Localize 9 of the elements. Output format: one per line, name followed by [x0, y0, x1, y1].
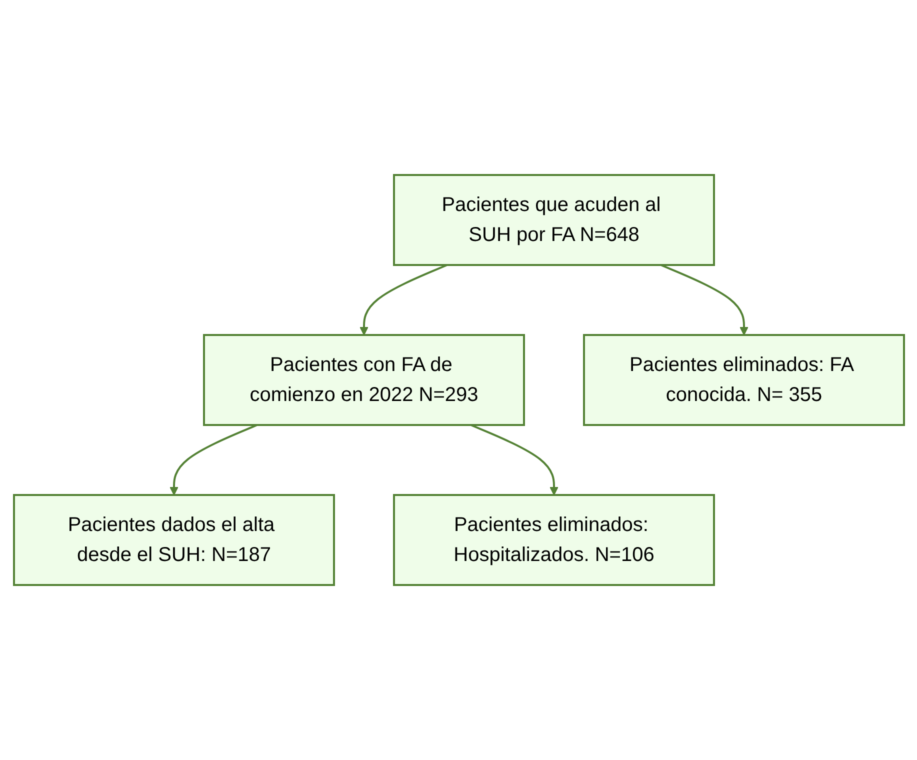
node-box: Pacientes con FA de comienzo en 2022 N=293 [202, 334, 524, 426]
node-box: Pacientes que acuden al SUH por FA N=648 [392, 174, 714, 266]
arrow [359, 264, 448, 336]
node-box: Pacientes dados el alta desde el SUH: N=187 [12, 494, 334, 586]
node-box: Pacientes eliminados: Hospitalizados. N=106 [392, 494, 714, 586]
arrow [660, 264, 748, 336]
node-box: Pacientes eliminados: FA conocida. N= 355 [582, 334, 904, 426]
arrow [169, 424, 258, 496]
arrow [470, 424, 558, 496]
